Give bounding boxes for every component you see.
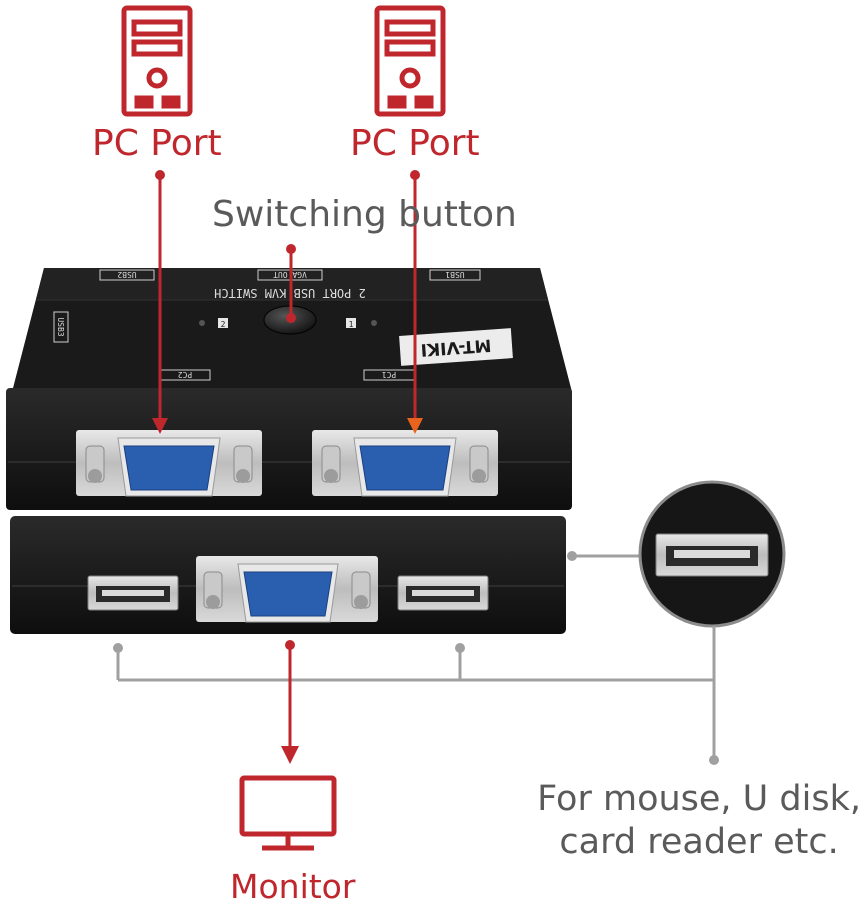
peripherals-label: For mouse, U disk, card reader etc.: [537, 778, 861, 863]
port-usb3-text: USB3: [56, 317, 65, 336]
peripherals-label-line1: For mouse, U disk,: [537, 779, 861, 819]
monitor-arrow: [281, 640, 299, 764]
monitor-icon: [239, 775, 337, 851]
computer-tower-icon: [121, 5, 193, 117]
vga-port-pc1: [312, 430, 498, 497]
usb-port-left: [87, 575, 179, 611]
peripheral-connector-lines: [113, 626, 719, 765]
usb-port-right: [397, 575, 489, 611]
port-pc1-text: PC1: [382, 370, 397, 379]
pc-port-arrows: [152, 170, 423, 434]
brand-text: MT-VIKI: [420, 335, 492, 360]
port-usb1-text: USB1: [445, 270, 464, 279]
monitor-label: Monitor: [230, 867, 356, 906]
switching-button-pointer: [286, 244, 296, 323]
vga-port-monitor: [196, 556, 378, 623]
pc-port-left-label: PC Port: [92, 123, 222, 164]
led-1-text: 1: [349, 320, 354, 329]
led-2-text: 2: [221, 320, 226, 329]
computer-tower-icon: [374, 5, 446, 117]
port-usb2-text: USB2: [117, 270, 136, 279]
switching-button-label: Switching button: [212, 194, 517, 235]
pc-port-right-label: PC Port: [350, 123, 480, 164]
port-pc2-text: PC2: [178, 370, 193, 379]
vga-port-pc2: [76, 430, 262, 497]
usb-port-zoom-icon: [567, 480, 786, 628]
peripherals-label-line2: card reader etc.: [559, 821, 839, 862]
